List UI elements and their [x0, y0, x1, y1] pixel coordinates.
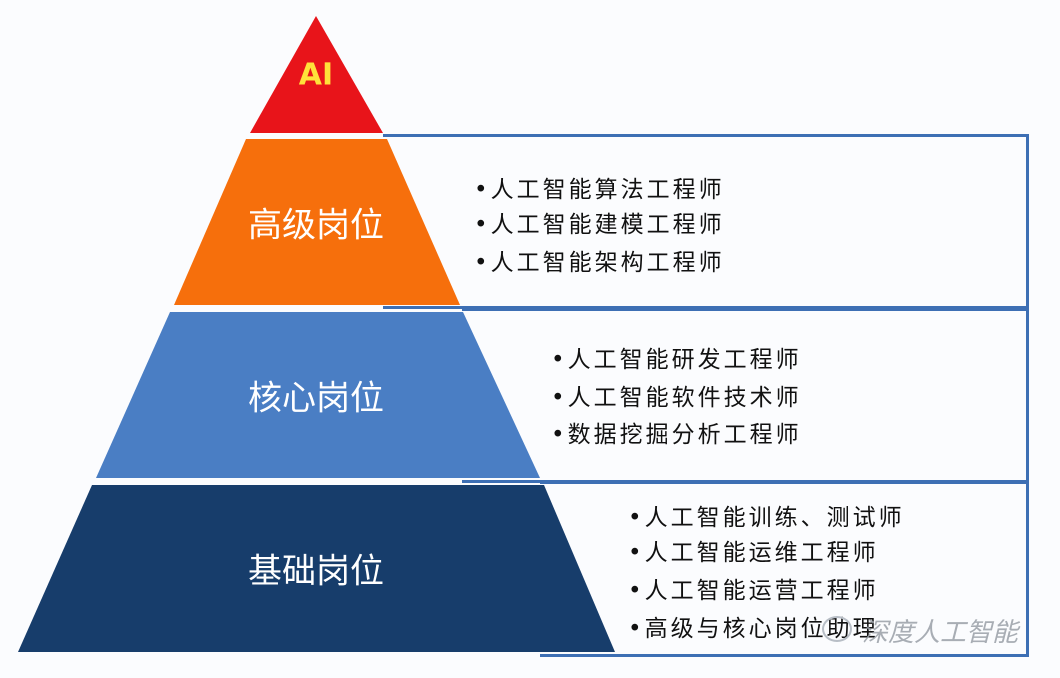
- basic-jobs-box: [540, 481, 1029, 657]
- list-item: •数据挖掘分析工程师: [551, 422, 802, 448]
- list-item: •人工智能算法工程师: [474, 177, 725, 203]
- list-item: •人工智能运维工程师: [628, 540, 879, 566]
- watermark: 深度人工智能: [862, 618, 1019, 648]
- basic-level-label: 基础岗位: [248, 551, 384, 592]
- list-item: •人工智能训练、测试师: [628, 505, 905, 531]
- advanced-level-label: 高级岗位: [248, 205, 384, 246]
- list-item: •人工智能架构工程师: [474, 250, 725, 276]
- pyramid-level-advanced: [174, 139, 460, 305]
- advanced-jobs-box: [383, 134, 1029, 309]
- list-item: •人工智能软件技术师: [551, 385, 802, 411]
- pyramid-level-basic: [18, 485, 615, 652]
- pyramid-top-ai: [250, 16, 383, 133]
- pyramid-level-core: [96, 312, 540, 478]
- watermark-chat-icon: [822, 616, 852, 642]
- core-level-label: 核心岗位: [248, 378, 384, 419]
- list-item: •人工智能建模工程师: [474, 212, 725, 238]
- list-item: •人工智能研发工程师: [551, 347, 802, 373]
- ai-label: AI: [298, 57, 334, 93]
- list-item: •人工智能运营工程师: [628, 578, 879, 604]
